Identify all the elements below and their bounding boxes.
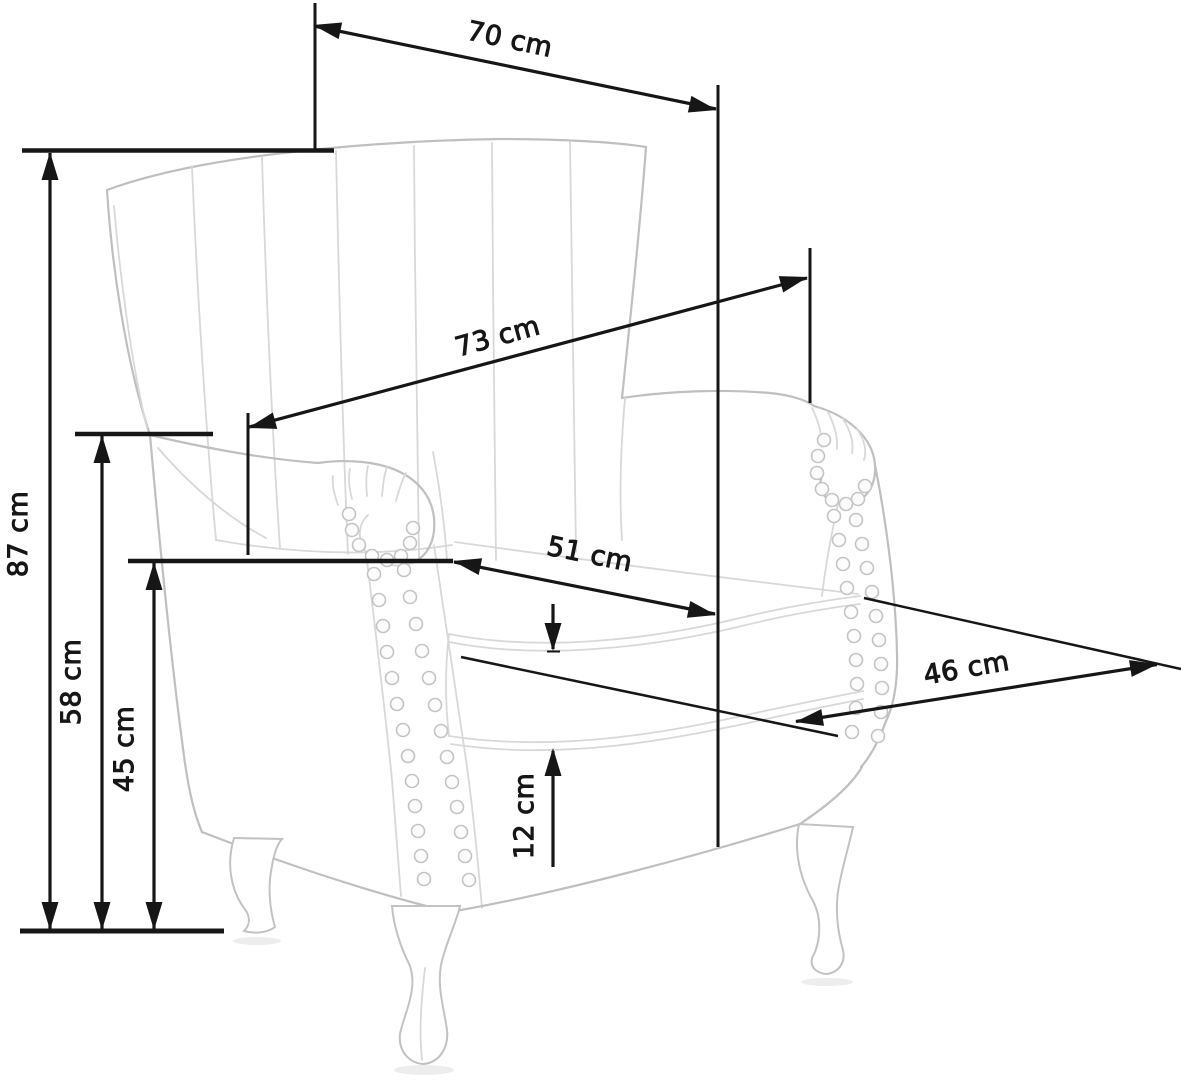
back-channel-seams — [191, 141, 577, 561]
dim-58cm-label: 58 cm — [56, 639, 87, 726]
dim-51cm: 51 cm — [453, 530, 716, 618]
chair-legs — [229, 822, 855, 1066]
armchair-sketch — [105, 137, 899, 1075]
right-leg — [796, 822, 855, 976]
dim-46cm: 46 cm — [460, 596, 1181, 738]
nailhead-trim — [341, 432, 890, 888]
dim-12cm: 12 cm — [509, 604, 562, 867]
dim-58cm: 58 cm — [56, 431, 213, 930]
back-left-leg — [229, 836, 285, 934]
dim-73cm: 73 cm — [246, 248, 812, 555]
dim-87cm: 87 cm — [3, 148, 334, 930]
front-leg — [390, 905, 462, 1066]
dim-12cm-label: 12 cm — [509, 773, 540, 860]
chair-back — [105, 137, 648, 561]
dim-87cm-label: 87 cm — [3, 491, 34, 578]
dim-46cm-label: 46 cm — [921, 646, 1012, 692]
dim-73cm-label: 73 cm — [452, 310, 544, 363]
left-arm-pleats — [331, 465, 407, 506]
dim-45cm-label: 45 cm — [109, 706, 140, 793]
dim-45cm: 45 cm — [109, 558, 453, 930]
seat-cushion — [445, 541, 864, 752]
dim-70cm-label: 70 cm — [464, 16, 555, 64]
dim-70cm: 70 cm — [313, 3, 720, 847]
floor-shadows — [233, 937, 853, 1075]
